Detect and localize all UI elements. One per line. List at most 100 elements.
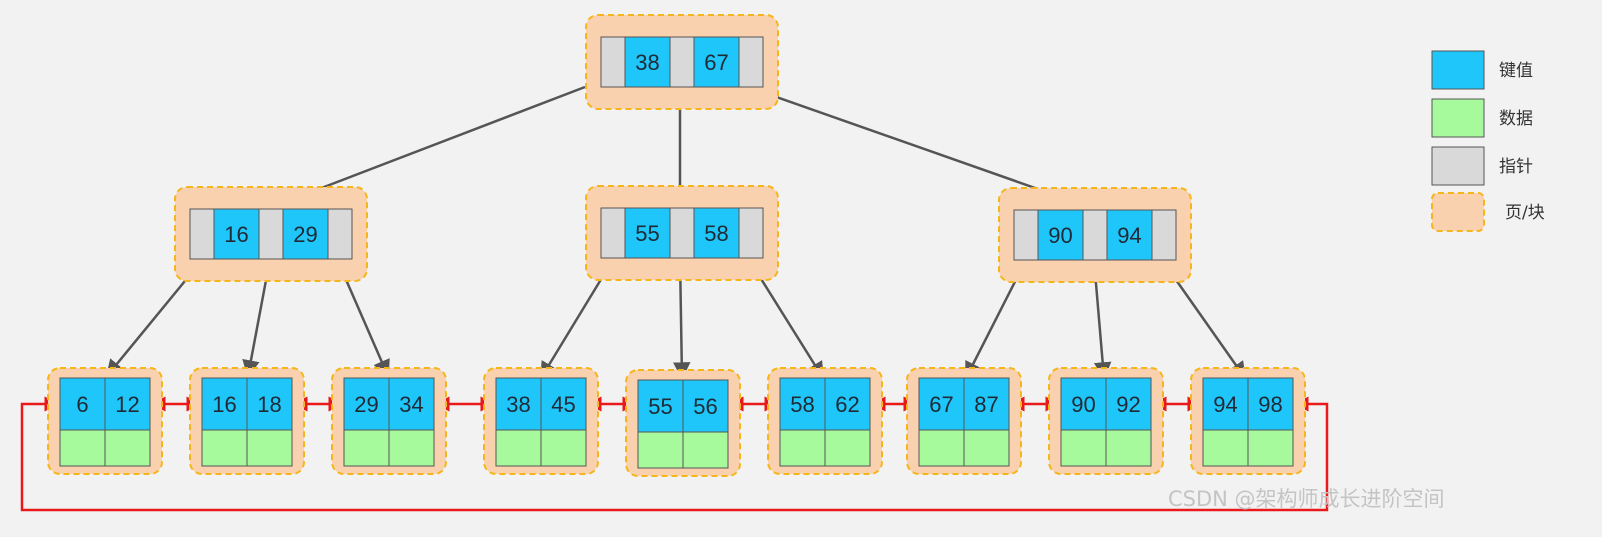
legend-item-pointer: 指针 <box>1431 146 1533 186</box>
key-cell <box>282 208 329 260</box>
data-cell <box>246 429 293 467</box>
leaf-node-5: 55 56 <box>625 369 741 477</box>
legend-label: 数据 <box>1499 109 1533 129</box>
data-cell <box>495 429 542 467</box>
key-value: 87 <box>974 392 998 417</box>
key-value: 58 <box>704 221 728 246</box>
key-cell <box>1247 377 1294 431</box>
pointer-cell <box>327 208 353 260</box>
root-node: 38 67 <box>585 14 779 110</box>
data-cell <box>963 429 1010 467</box>
key-value: 94 <box>1117 223 1141 248</box>
key-cell <box>201 377 248 431</box>
data-cell <box>343 429 390 467</box>
key-value: 6 <box>76 392 88 417</box>
key-swatch <box>1431 50 1485 90</box>
key-value: 94 <box>1213 392 1237 417</box>
data-cell <box>1202 429 1249 467</box>
key-cell <box>104 377 151 431</box>
key-cell <box>388 377 435 431</box>
data-cell <box>59 429 106 467</box>
key-cell <box>1105 377 1152 431</box>
key-cell <box>693 207 740 259</box>
data-cell <box>918 429 965 467</box>
key-cell <box>637 379 684 433</box>
key-value: 38 <box>635 50 659 75</box>
key-cell <box>624 36 671 88</box>
watermark: CSDN @架构师成长进阶空间 <box>1168 487 1445 511</box>
key-value: 92 <box>1116 392 1140 417</box>
data-cell <box>1060 429 1107 467</box>
circular-leaf-link <box>20 396 1329 512</box>
key-value: 12 <box>115 392 139 417</box>
pointer-cell <box>1082 209 1108 261</box>
data-cell <box>1105 429 1152 467</box>
key-cell <box>1202 377 1249 431</box>
legend-label: 指针 <box>1499 157 1533 177</box>
leaf-node-3: 29 34 <box>331 367 447 475</box>
key-value: 67 <box>929 392 953 417</box>
key-value: 38 <box>506 392 530 417</box>
key-cell <box>682 379 729 433</box>
key-value: 18 <box>257 392 281 417</box>
key-value: 98 <box>1258 392 1282 417</box>
key-cell <box>779 377 826 431</box>
data-cell <box>682 431 729 469</box>
key-value: 56 <box>693 394 717 419</box>
key-value: 29 <box>293 222 317 247</box>
leaf-node-4: 38 45 <box>483 367 599 475</box>
data-cell <box>201 429 248 467</box>
key-cell <box>1037 209 1084 261</box>
key-value: 62 <box>835 392 859 417</box>
pointer-cell <box>738 36 764 88</box>
legend-label: 键值 <box>1499 61 1533 81</box>
internal-node-3: 90 94 <box>998 187 1192 283</box>
key-value: 58 <box>790 392 814 417</box>
pointer-cell <box>189 208 215 260</box>
page-swatch <box>1431 192 1485 232</box>
legend-item-data: 数据 <box>1431 98 1533 138</box>
key-value: 34 <box>399 392 423 417</box>
pointer-cell <box>669 36 695 88</box>
data-cell <box>637 431 684 469</box>
key-value: 16 <box>224 222 248 247</box>
data-cell <box>824 429 871 467</box>
key-value: 55 <box>635 221 659 246</box>
key-value: 55 <box>648 394 672 419</box>
key-cell <box>693 36 740 88</box>
data-cell <box>540 429 587 467</box>
data-cell <box>1247 429 1294 467</box>
key-value: 67 <box>704 50 728 75</box>
pointer-cell <box>600 207 626 259</box>
key-cell <box>59 377 106 431</box>
leaf-node-8: 90 92 <box>1048 367 1164 475</box>
key-cell <box>824 377 871 431</box>
pointer-cell <box>258 208 284 260</box>
legend-item-page: 页/块 <box>1431 192 1545 232</box>
data-cell <box>104 429 151 467</box>
key-value: 16 <box>212 392 236 417</box>
pointer-cell <box>738 207 764 259</box>
internal-node-2: 55 58 <box>585 185 779 281</box>
key-cell <box>246 377 293 431</box>
data-cell <box>388 429 435 467</box>
key-value: 90 <box>1048 223 1072 248</box>
key-value: 29 <box>354 392 378 417</box>
legend-item-key: 键值 <box>1431 50 1533 90</box>
key-value: 45 <box>551 392 575 417</box>
leaf-node-1: 6 12 <box>47 367 163 475</box>
key-cell <box>624 207 671 259</box>
leaf-node-7: 67 87 <box>906 367 1022 475</box>
data-cell <box>779 429 826 467</box>
leaf-node-6: 58 62 <box>767 367 883 475</box>
data-swatch <box>1431 98 1485 138</box>
pointer-cell <box>1151 209 1177 261</box>
legend-label: 页/块 <box>1505 203 1545 223</box>
pointer-cell <box>669 207 695 259</box>
pointer-cell <box>1013 209 1039 261</box>
key-value: 90 <box>1071 392 1095 417</box>
